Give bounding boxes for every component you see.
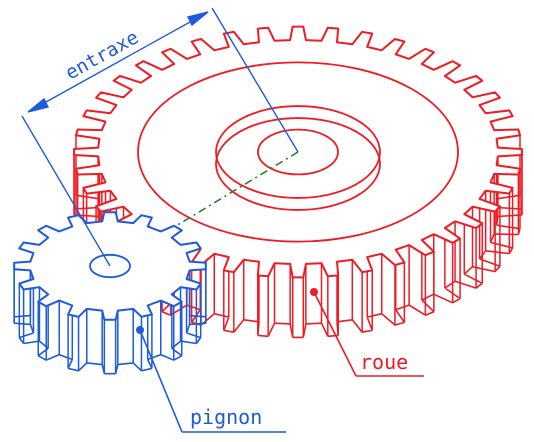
gear-ring-1: [215, 105, 381, 199]
arrowhead-left: [27, 97, 50, 113]
gear-ring-2: [257, 128, 339, 176]
wheel-leader: [309, 287, 424, 377]
wheel-leader-line: [313, 291, 357, 377]
gear-ring-0: [89, 253, 131, 279]
gear-hub-lower: [215, 117, 381, 211]
center-distance-dimension: [21, 7, 299, 267]
wheel-label: roue: [360, 350, 408, 374]
pinion-leader-line: [139, 329, 183, 433]
arrowhead-right: [186, 11, 209, 27]
pinion-label: pignon: [190, 405, 262, 429]
dimension-line: [27, 11, 209, 113]
gear-ring-0: [137, 61, 459, 243]
gear-bottom-outline: [13, 314, 207, 375]
extension-line-wheel: [211, 7, 299, 153]
pinion-leader: [136, 325, 286, 433]
pinion-leader-dot: [136, 325, 145, 334]
wheel-leader-dot: [309, 287, 318, 296]
extension-line-pinion: [21, 115, 111, 267]
